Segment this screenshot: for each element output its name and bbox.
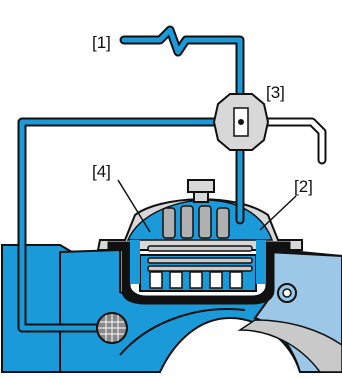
right-water-gap (256, 240, 266, 284)
pilot-piping (17, 25, 327, 333)
diaphragm-assembly (107, 205, 291, 305)
lower-spring (147, 245, 253, 272)
left-water-gap (130, 240, 140, 284)
callout-4: [4] (92, 162, 111, 181)
diaphragm (107, 241, 291, 305)
strainer-mesh (98, 314, 126, 342)
callout-3: [3] (266, 83, 285, 102)
drain-line-outline (257, 117, 327, 165)
top-nut (187, 179, 215, 193)
left-pilot-line (19, 119, 225, 331)
top-stem (193, 191, 209, 203)
outlet-lip (237, 319, 342, 373)
bolt-hole-inner (282, 288, 292, 298)
supply-line (121, 27, 243, 223)
leader-lines (117, 179, 297, 233)
strainer (96, 312, 128, 344)
piston-teeth (149, 271, 243, 289)
leader-2 (259, 195, 297, 231)
drain-line (259, 119, 325, 163)
callout-1: [1] (92, 33, 111, 52)
leader-4 (117, 179, 151, 233)
pilot-valve-pin (238, 119, 244, 125)
upper-spring (162, 205, 230, 239)
seat-curve (119, 308, 246, 356)
pilot-valve (212, 93, 270, 151)
callout-2: [2] (294, 177, 313, 196)
